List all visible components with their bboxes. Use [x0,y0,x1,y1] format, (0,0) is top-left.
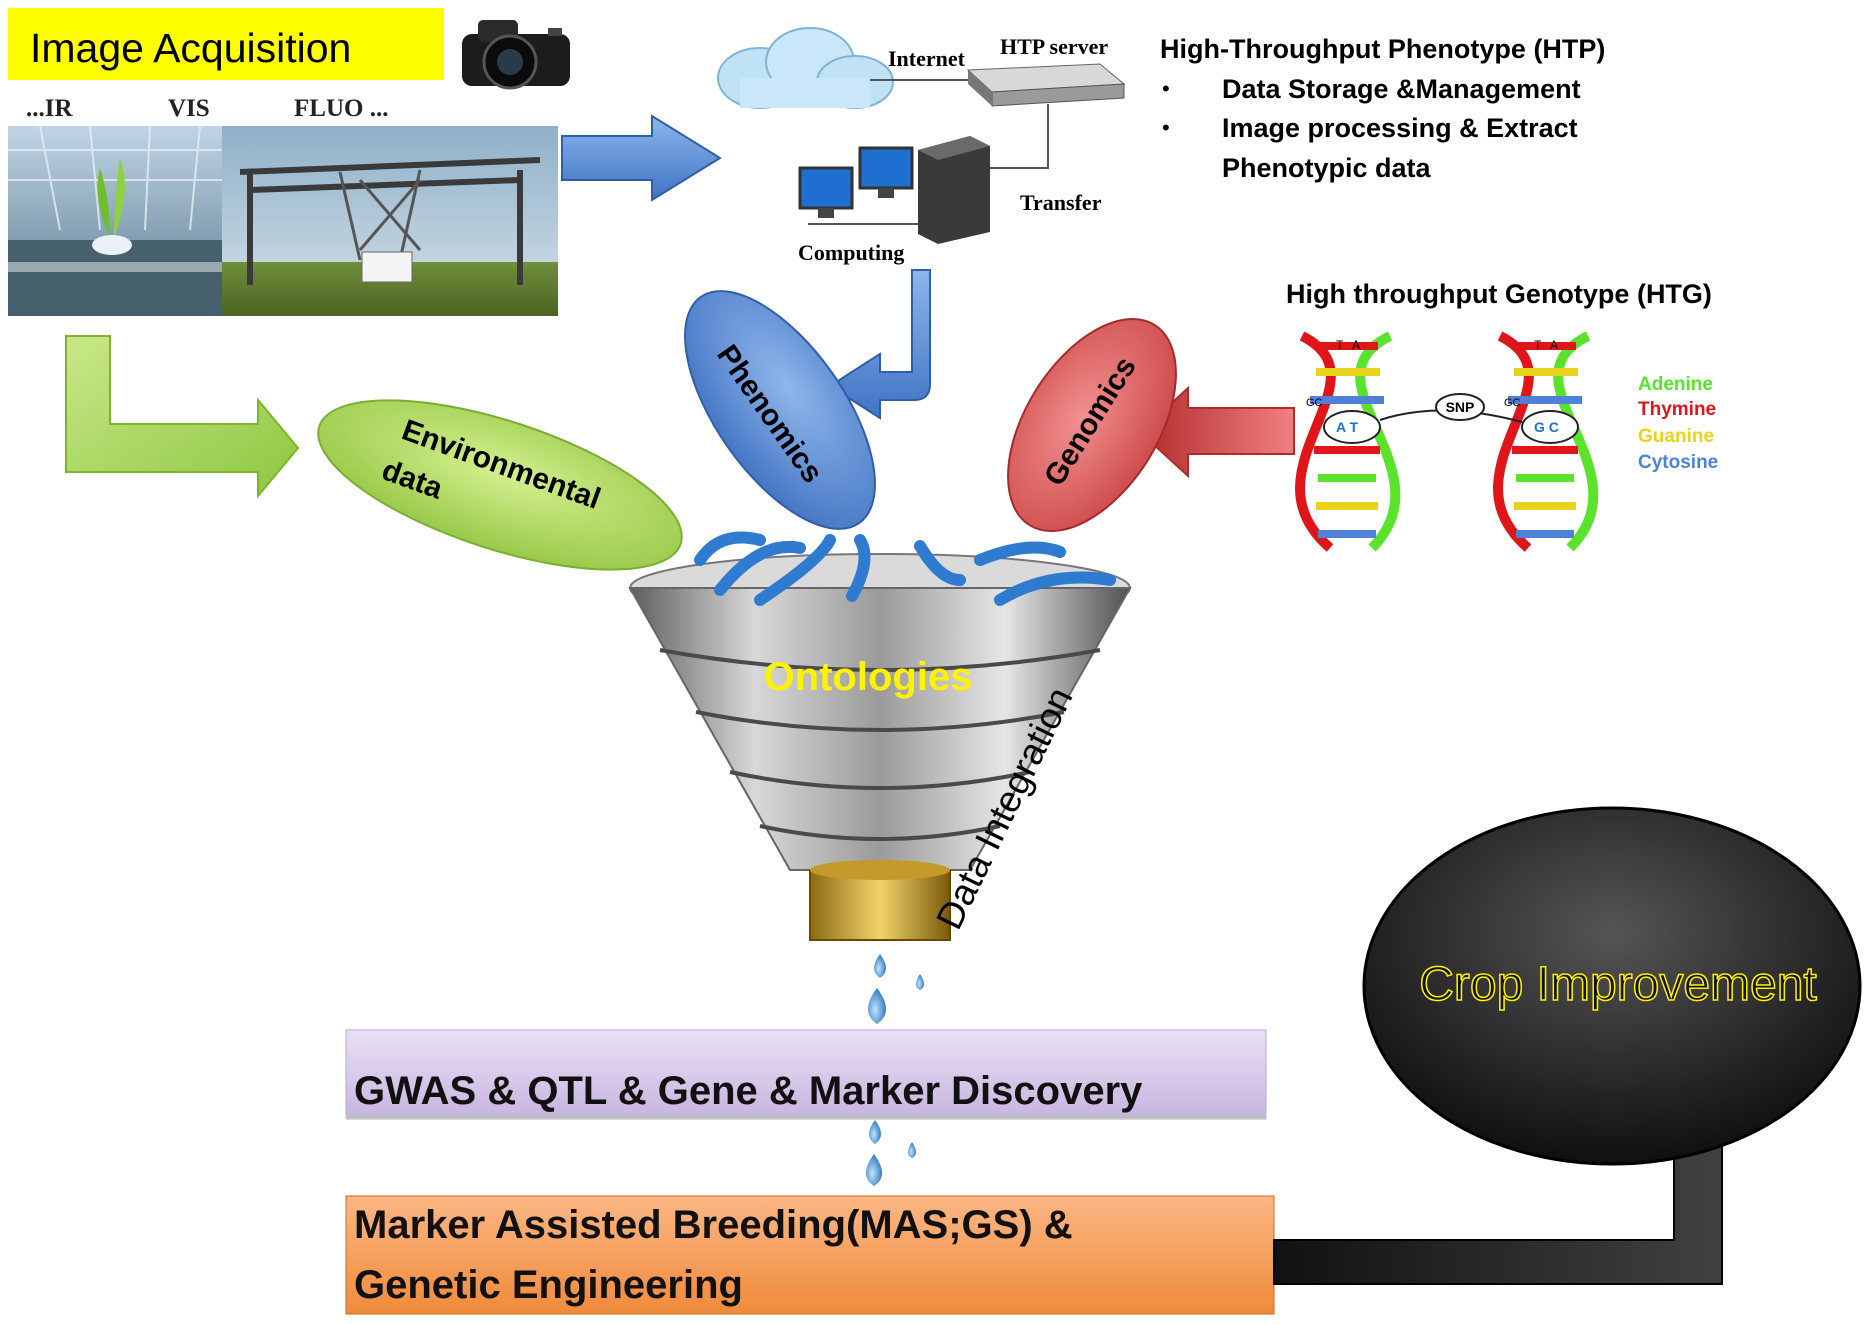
environmental-ellipse: Environmental data [317,399,683,571]
funnel-label: Ontologies [764,655,973,699]
computer-icon-1 [798,166,854,218]
htp-bullet-2: Image processing & Extract [1222,113,1578,143]
image-acquisition-section: Image Acquisition ...IR VIS FLUO ... [8,8,570,316]
drops-upper [868,954,924,1024]
computer-icon-2 [858,146,914,198]
dna-helix-left: T A GC A T [1295,331,1401,552]
breeding-box: Marker Assisted Breeding(MAS;GS) & Genet… [345,1195,1275,1315]
funnel-spout [809,869,951,941]
dna-left-fragment: GC [1306,397,1323,409]
camera-icon [462,20,570,90]
arrow-acquisition-to-environmental [65,335,300,499]
dna-left-base-t: T [1336,338,1344,352]
legend-guanine: Guanine [1638,426,1714,447]
snp-circle-right [1521,410,1579,444]
drop-2 [868,988,886,1024]
breeding-label-2: Genetic Engineering [354,1263,743,1307]
htp-title: High-Throughput Phenotype (HTP) [1160,34,1605,64]
image-acquisition-title: Image Acquisition [30,25,351,71]
discovery-label: GWAS & QTL & Gene & Marker Discovery [354,1069,1143,1113]
dna-right-fragment: GC [1504,397,1521,409]
cloud-icon [717,27,894,109]
server-label: HTP server [1000,34,1108,59]
band-label-fluo: FLUO ... [294,95,388,122]
htp-section: High-Throughput Phenotype (HTP) • Data S… [1160,34,1605,183]
field-gantry-photo [222,126,558,316]
snp-pair-left: A T [1336,419,1358,435]
band-label-ir: ...IR [26,95,73,122]
legend-thymine: Thymine [1638,399,1716,420]
network-section: Internet HTP server Transfer Computing [717,27,1126,265]
drop-6 [908,1142,916,1158]
crop-improvement-label: Crop Improvement [1419,958,1816,1011]
arrow-htg-to-genomics [1138,385,1295,479]
htp-bullet-dot-1: • [1162,76,1170,101]
snp-pair-right: G C [1534,419,1559,435]
drops-lower [866,1120,916,1186]
image-acquisition-title-box [8,8,444,80]
dna-right-base-a: A [1550,338,1558,352]
arrow-network-to-phenomics [828,269,931,420]
htp-bullet-1: Data Storage &Management [1222,74,1581,104]
dna-right-base-t: T [1534,338,1542,352]
arrow-acquisition-to-network [561,114,722,202]
snp-label: SNP [1446,399,1475,415]
funnel: Ontologies Data Integration [628,531,1132,941]
genomics-ellipse: Genomics [1007,317,1177,533]
crop-improvement-ellipse: Crop Improvement [1362,806,1862,1166]
dna-left-base-a: A [1352,338,1360,352]
transfer-label: Transfer [1020,190,1102,215]
band-label-vis: VIS [168,95,210,122]
server-tower-icon [918,136,990,244]
server-icon [966,63,1126,107]
phenomics-ellipse: Phenomics [684,290,876,530]
htp-bullet-dot-2: • [1162,115,1170,140]
snp-badge [1435,393,1485,421]
internet-label: Internet [888,46,966,71]
htg-section: High throughput Genotype (HTG) T A GC A … [1286,279,1718,552]
drop-1 [874,954,886,978]
htp-bullet-2-continuation: Phenotypic data [1222,153,1432,183]
discovery-box: GWAS & QTL & Gene & Marker Discovery [345,1029,1267,1120]
drop-4 [869,1120,881,1144]
data-splash [694,531,1116,606]
greenhouse-photo [8,125,222,316]
drop-5 [866,1154,882,1186]
drop-3 [916,974,924,990]
dna-helix-right: T A GC G C [1493,331,1599,552]
snp-circle-left [1323,410,1381,444]
legend-adenine: Adenine [1638,374,1713,395]
legend-cytosine: Cytosine [1638,452,1718,473]
htg-title: High throughput Genotype (HTG) [1286,279,1712,309]
computing-label: Computing [798,240,904,265]
breeding-label-1: Marker Assisted Breeding(MAS;GS) & [354,1203,1073,1247]
